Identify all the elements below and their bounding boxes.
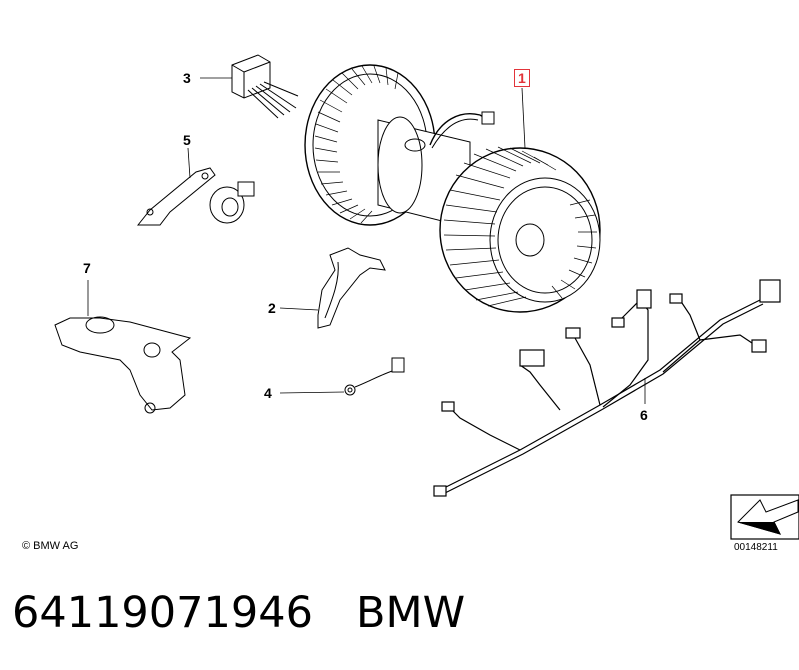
callout-5: 5 — [183, 132, 191, 148]
actuator-lever — [136, 147, 255, 226]
reference-code: 00148211 — [734, 542, 778, 553]
callout-6: 6 — [640, 407, 648, 423]
copyright-notice: © BMW AG — [22, 540, 79, 552]
brand-name: BMW — [356, 588, 466, 638]
blower-motor — [304, 64, 601, 313]
resistor-pack — [200, 54, 299, 119]
callout-3: 3 — [183, 70, 191, 86]
callout-2: 2 — [268, 300, 276, 316]
wiring-harness — [433, 279, 781, 497]
temperature-sensor — [279, 357, 405, 396]
flap-actuator — [54, 280, 192, 414]
mounting-bracket — [279, 247, 386, 329]
direction-arrow-icon — [730, 494, 799, 540]
part-number: 64119071946 — [12, 588, 313, 638]
callout-4: 4 — [264, 385, 272, 401]
callout-7: 7 — [83, 260, 91, 276]
callout-1: 1 — [514, 69, 530, 87]
